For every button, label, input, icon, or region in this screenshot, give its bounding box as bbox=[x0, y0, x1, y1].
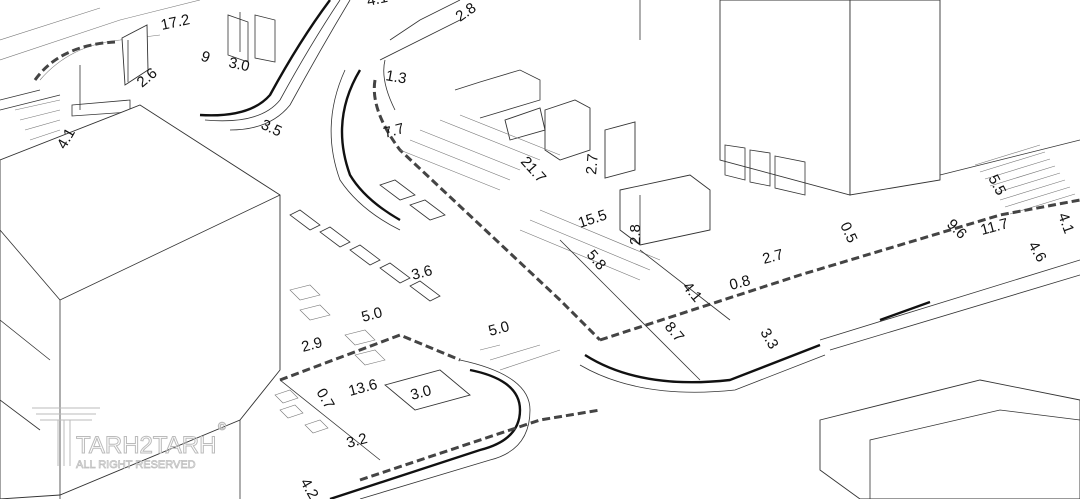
building-top-right bbox=[639, 0, 1080, 196]
dimension-label: 11.7 bbox=[979, 215, 1011, 239]
dimension-label: 3.0 bbox=[227, 54, 251, 75]
dimension-label: 7.7 bbox=[382, 120, 407, 142]
building-left bbox=[0, 104, 281, 499]
watermark-tagline: ALL RIGHT RESERVED bbox=[76, 459, 196, 471]
dimension-label: 4.1 bbox=[1054, 211, 1077, 236]
dimension-label: 3.0 bbox=[409, 382, 434, 404]
plaza-paving bbox=[0, 0, 201, 141]
dimension-label: 13.6 bbox=[347, 376, 380, 400]
dimension-label: 2.9 bbox=[300, 334, 325, 356]
road-curves bbox=[199, 0, 602, 342]
crosswalk-right bbox=[974, 144, 1076, 215]
benches bbox=[289, 179, 446, 302]
dimension-label: 5.0 bbox=[360, 304, 385, 326]
dimension-label: 3.2 bbox=[345, 430, 370, 452]
glass-panels bbox=[227, 12, 276, 63]
dimension-label: 2.7 bbox=[761, 246, 786, 268]
dimension-label: 0.8 bbox=[728, 272, 753, 294]
parking-squares bbox=[274, 284, 471, 461]
intersection bbox=[279, 198, 1080, 499]
watermark-logo bbox=[32, 407, 100, 466]
kiosks bbox=[454, 69, 711, 246]
billboard bbox=[121, 24, 149, 86]
dimension-label: 5.0 bbox=[487, 318, 512, 340]
dimension-label: 17.2 bbox=[159, 11, 191, 34]
watermark-copyright: © bbox=[218, 421, 226, 433]
watermark-brand: TARH2TARH bbox=[76, 432, 216, 459]
dimension-label: 1.3 bbox=[384, 67, 407, 87]
tactile-paving bbox=[399, 114, 661, 281]
dimension-label: 3.6 bbox=[410, 262, 435, 284]
dimension-label: 4.2 bbox=[297, 476, 322, 499]
building-bottom-right bbox=[819, 379, 1080, 499]
dimension-label: 2.8 bbox=[627, 224, 644, 245]
dimension-label: 2.7 bbox=[583, 153, 602, 175]
dimension-label: 4.1 bbox=[365, 0, 389, 10]
